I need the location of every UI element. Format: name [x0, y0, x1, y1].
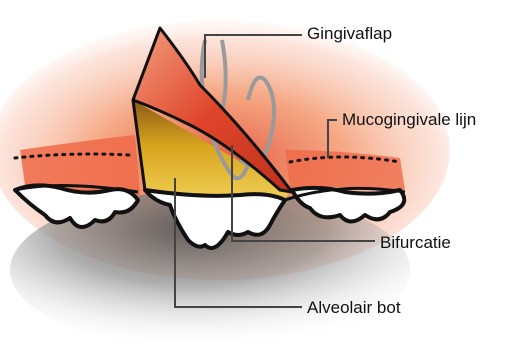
label-gingivaflap: Gingivaflap — [307, 25, 392, 42]
label-mucogingivale-lijn: Mucogingivale lijn — [342, 111, 476, 128]
label-alveolair-bot: Alveolair bot — [307, 299, 401, 316]
label-bifurcatie: Bifurcatie — [380, 234, 451, 251]
